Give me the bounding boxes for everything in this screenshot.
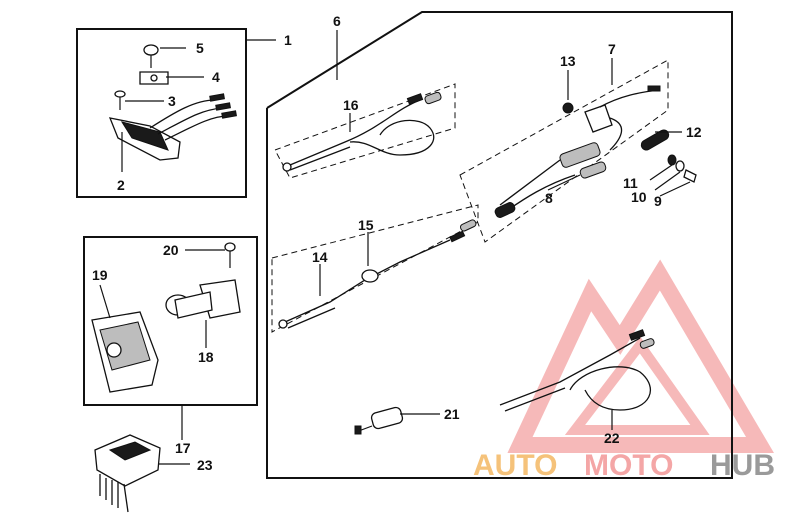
part-unit-23 [94,434,161,513]
callout-23: 23 [197,457,213,473]
group-frame-6 [266,11,733,479]
callout-11: 11 [623,175,638,191]
callout-8: 8 [545,190,553,206]
watermark-auto: AUTO [473,449,557,482]
callout-14: 14 [312,249,328,265]
watermark-hub: HUB [710,449,775,482]
callout-9: 9 [654,193,662,209]
watermark-logo [507,259,774,453]
part-screw-5 [143,44,159,68]
part-regulator-bracket [108,93,237,161]
part-nut-13 [562,102,574,114]
callout-17: 17 [175,440,191,456]
part-harness-22 [499,329,655,412]
callout-1: 1 [284,32,292,48]
part-screw-20 [224,242,236,268]
watermark-moto: MOTO [584,449,673,482]
part-fuse-8 [494,142,607,218]
part-lamp-housing-19 [91,311,159,393]
part-harness-16 [282,91,442,172]
callout-6: 6 [333,13,341,29]
dashed-group-14 [271,204,479,333]
callout-7: 7 [608,41,616,57]
callout-20: 20 [163,242,179,258]
callout-4: 4 [212,69,220,85]
callout-2: 2 [117,177,125,193]
watermark-text: AUTO MOTO HUB [473,449,775,482]
callout-10: 10 [631,189,647,205]
part-clamp-4 [139,71,169,85]
part-harness-15 [278,219,477,329]
callout-15: 15 [358,217,374,233]
group-box-17 [83,236,258,406]
callout-12: 12 [686,124,702,140]
part-switch-21 [354,406,404,435]
part-washers-9-11 [667,154,697,183]
callout-13: 13 [560,53,576,69]
dashed-group-7 [459,59,669,243]
group-box-1 [76,28,247,198]
part-screw-3 [114,90,126,110]
callout-22: 22 [604,430,620,446]
part-relay-7 [584,85,661,151]
callout-3: 3 [168,93,176,109]
callout-18: 18 [198,349,214,365]
part-socket-18 [165,279,241,319]
callout-5: 5 [196,40,204,56]
callout-16: 16 [343,97,359,113]
callout-19: 19 [92,267,108,283]
callout-21: 21 [444,406,460,422]
dashed-group-16 [274,83,456,179]
